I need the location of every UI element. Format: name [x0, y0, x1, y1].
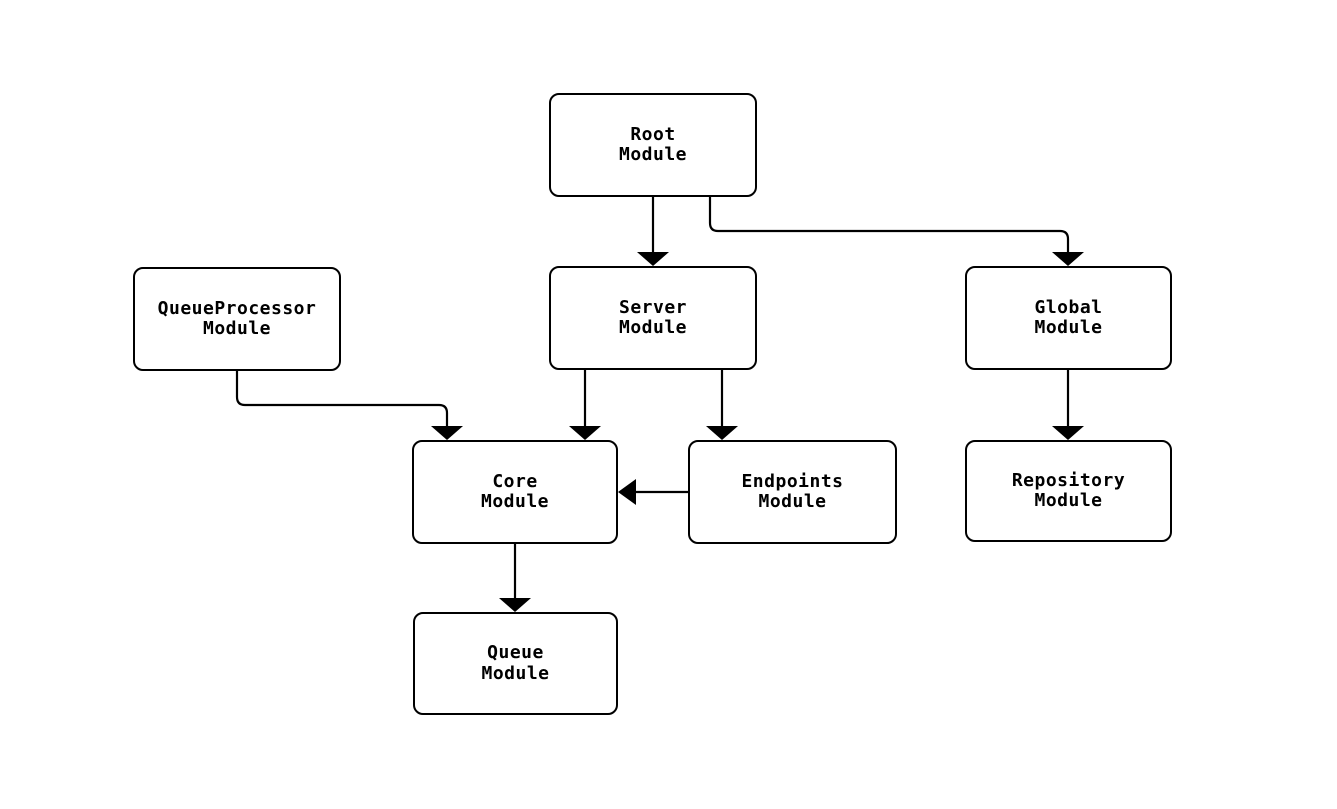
node-label-line: Server [618, 296, 688, 318]
node-label-line: Module [1034, 490, 1103, 511]
node-server-module: Server Module [549, 266, 757, 370]
node-label-line: Module [758, 491, 827, 512]
edge-core-to-queue [499, 544, 531, 612]
node-label-line: Core [492, 470, 538, 492]
node-label-line: Module [202, 318, 272, 339]
edge-root-to-global [708, 197, 1084, 266]
node-core-module: Core Module [412, 440, 618, 544]
node-endpoints-module: Endpoints Module [688, 440, 897, 544]
node-root-module: Root Module [549, 93, 757, 197]
node-label-line: Root [630, 123, 676, 145]
edge-server-to-core [569, 370, 601, 440]
node-global-module: Global Module [965, 266, 1172, 370]
node-label-line: Module [481, 662, 550, 684]
node-label-line: Repository [1011, 469, 1126, 491]
node-queueprocessor-module: QueueProcessor Module [133, 267, 341, 371]
edge-queueprocessor-to-core [235, 371, 463, 440]
edge-root-to-server [637, 197, 669, 266]
edge-global-to-repository [1052, 370, 1084, 440]
node-label-line: Endpoints [741, 470, 844, 492]
node-queue-module: Queue Module [413, 612, 618, 715]
node-label-line: QueueProcessor [157, 297, 317, 319]
node-repository-module: Repository Module [965, 440, 1172, 542]
node-label-line: Global [1034, 296, 1103, 318]
node-label-line: Module [618, 144, 688, 165]
node-label-line: Module [1034, 317, 1103, 338]
node-label-line: Module [618, 317, 688, 338]
node-label-line: Queue [487, 642, 544, 663]
edge-endpoints-to-core [618, 479, 688, 505]
node-label-line: Module [480, 491, 550, 512]
edge-server-to-endpoints [706, 370, 738, 440]
